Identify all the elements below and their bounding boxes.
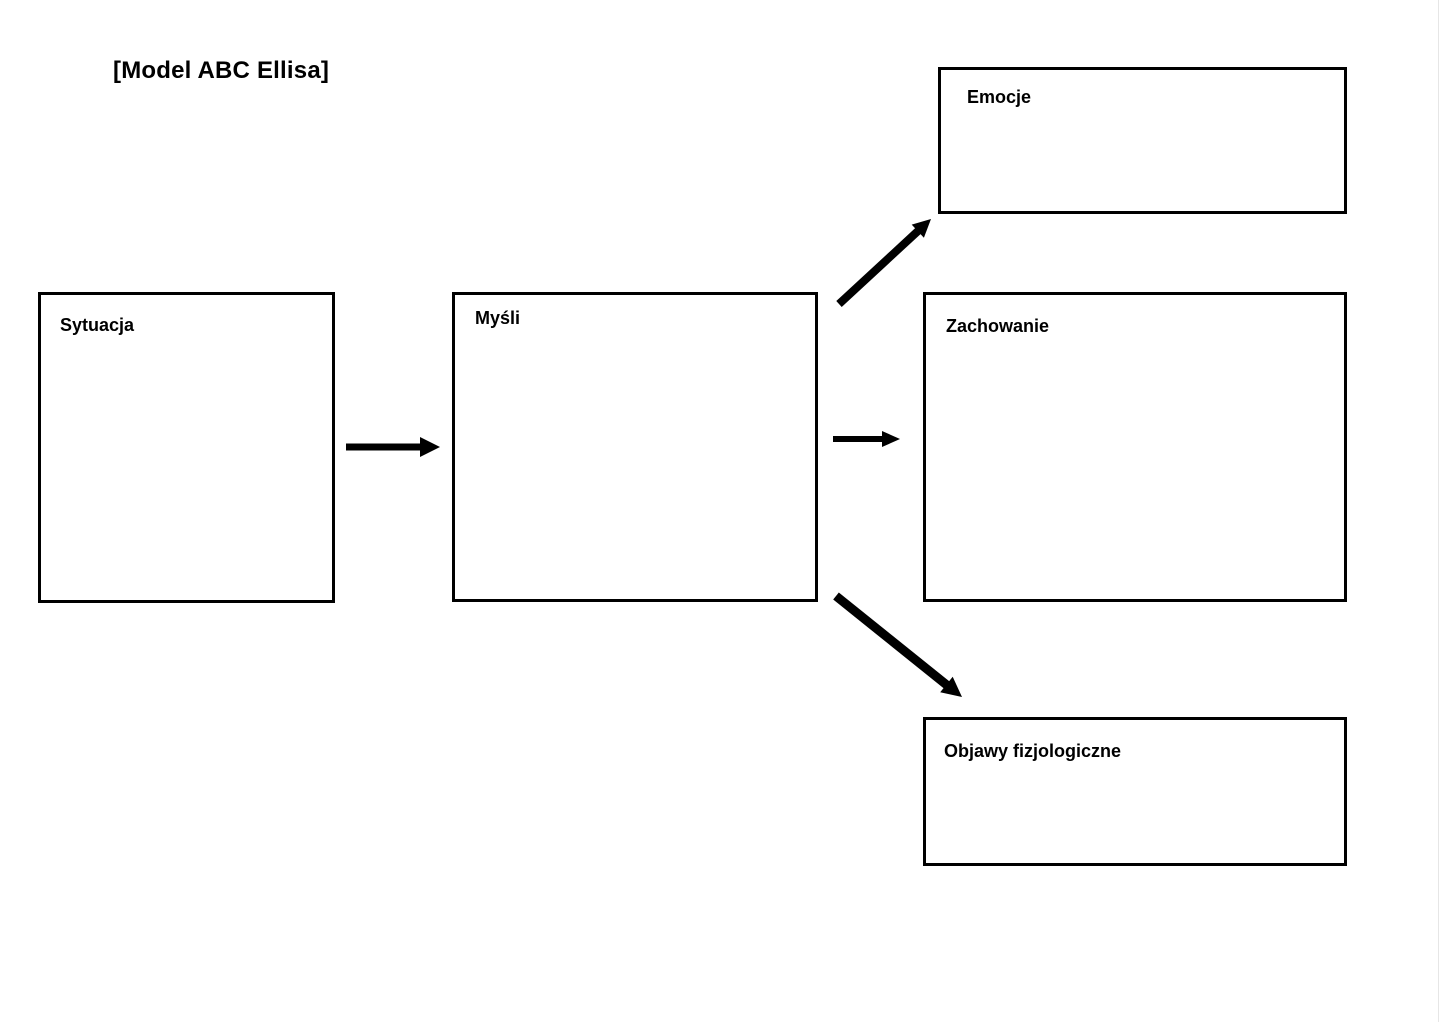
diagram-title: [Model ABC Ellisa] bbox=[113, 57, 330, 84]
arrow-mysli-to-emocje-icon[interactable] bbox=[836, 219, 931, 307]
arrow-mysli-to-objawy-fizjologiczne-icon[interactable] bbox=[833, 592, 962, 697]
box-mysli-label: Myśli bbox=[475, 308, 521, 328]
box-mysli[interactable]: Myśli bbox=[452, 292, 818, 602]
box-emocje-label: Emocje bbox=[967, 87, 1032, 107]
canvas-right-edge bbox=[1438, 0, 1439, 1022]
box-zachowanie-label: Zachowanie bbox=[946, 316, 1050, 336]
box-objawy-fizjologiczne-label: Objawy fizjologiczne bbox=[944, 741, 1122, 761]
box-sytuacja-label: Sytuacja bbox=[60, 315, 135, 335]
box-zachowanie[interactable]: Zachowanie bbox=[923, 292, 1347, 602]
box-objawy-fizjologiczne[interactable]: Objawy fizjologiczne bbox=[923, 717, 1347, 866]
box-emocje[interactable]: Emocje bbox=[938, 67, 1347, 214]
box-sytuacja[interactable]: Sytuacja bbox=[38, 292, 335, 603]
arrow-sytuacja-to-mysli-icon[interactable] bbox=[346, 437, 440, 457]
arrow-mysli-to-zachowanie-icon[interactable] bbox=[833, 431, 900, 447]
